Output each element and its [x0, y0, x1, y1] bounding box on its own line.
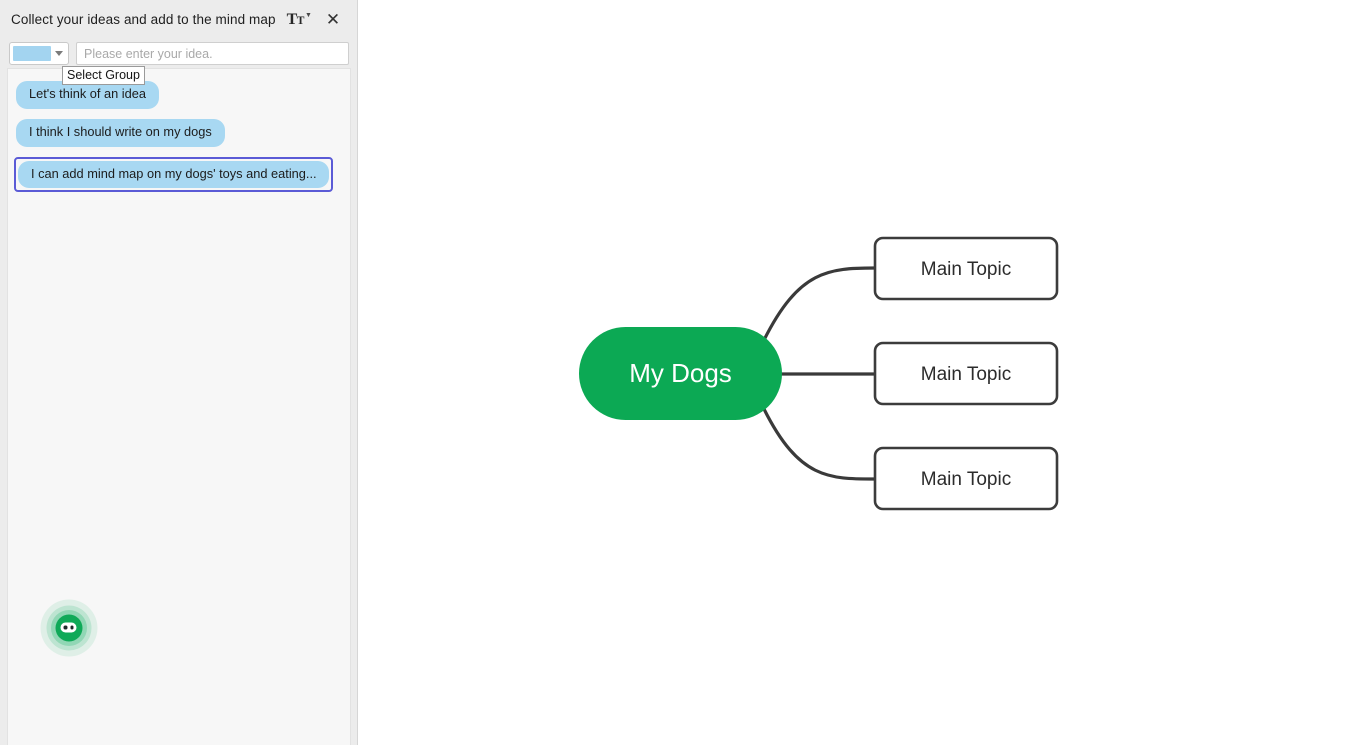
idea-chip[interactable]: Let's think of an idea: [16, 81, 159, 109]
idea-input[interactable]: [76, 42, 349, 65]
topic-node-shape: [873, 236, 1059, 301]
mindmap-topic-node-3[interactable]: Main Topic: [873, 446, 1059, 511]
topic-node-label: Main Topic: [921, 364, 1011, 385]
root-node-label: My Dogs: [629, 358, 732, 388]
robot-eye-left: [63, 625, 67, 630]
mindmap-canvas[interactable]: My Dogs Main Topic Main Topic Main Topic: [359, 0, 1364, 745]
robot-face-plate: [60, 622, 77, 633]
edge-root-to-topic-1: [762, 266, 877, 342]
topic-node-shape: [873, 341, 1059, 406]
list-item-selected[interactable]: I can add mind map on my dogs' toys and …: [14, 156, 333, 193]
ideas-panel: Collect your ideas and add to the mind m…: [0, 0, 358, 745]
edge-root-to-topic-3: [762, 407, 877, 481]
select-group-tooltip: Select Group: [62, 66, 145, 86]
mindmap-svg: My Dogs Main Topic Main Topic Main Topic: [579, 236, 1059, 511]
group-color-swatch: [13, 46, 51, 61]
close-button[interactable]: ✕: [319, 7, 347, 33]
topic-node-shape: [873, 446, 1059, 511]
text-style-icon: TT▼: [286, 10, 312, 28]
close-icon: ✕: [325, 10, 341, 29]
idea-chip[interactable]: I think I should write on my dogs: [16, 118, 225, 147]
text-style-button[interactable]: TT▼: [285, 7, 313, 33]
idea-chip[interactable]: I can add mind map on my dogs' toys and …: [18, 160, 329, 189]
mindmap-topic-node-1[interactable]: Main Topic: [873, 236, 1059, 301]
root-node-shape: [579, 327, 782, 420]
robot-eye-right: [70, 625, 74, 630]
robot-face-icon: [55, 614, 82, 641]
topic-node-label: Main Topic: [921, 259, 1011, 280]
mindmap-topic-node-2[interactable]: Main Topic: [873, 341, 1059, 406]
ai-assistant-button[interactable]: [40, 599, 97, 656]
panel-titlebar: Collect your ideas and add to the mind m…: [0, 0, 357, 39]
group-select-dropdown[interactable]: [9, 42, 69, 65]
chevron-down-icon: [55, 51, 63, 56]
panel-title: Collect your ideas and add to the mind m…: [11, 12, 276, 27]
idea-entry-row: [0, 39, 357, 68]
mindmap-root-node[interactable]: My Dogs: [579, 327, 782, 420]
list-item[interactable]: Let's think of an idea: [8, 81, 350, 109]
topic-node-label: Main Topic: [921, 469, 1011, 490]
list-item[interactable]: I think I should write on my dogs: [8, 118, 350, 147]
